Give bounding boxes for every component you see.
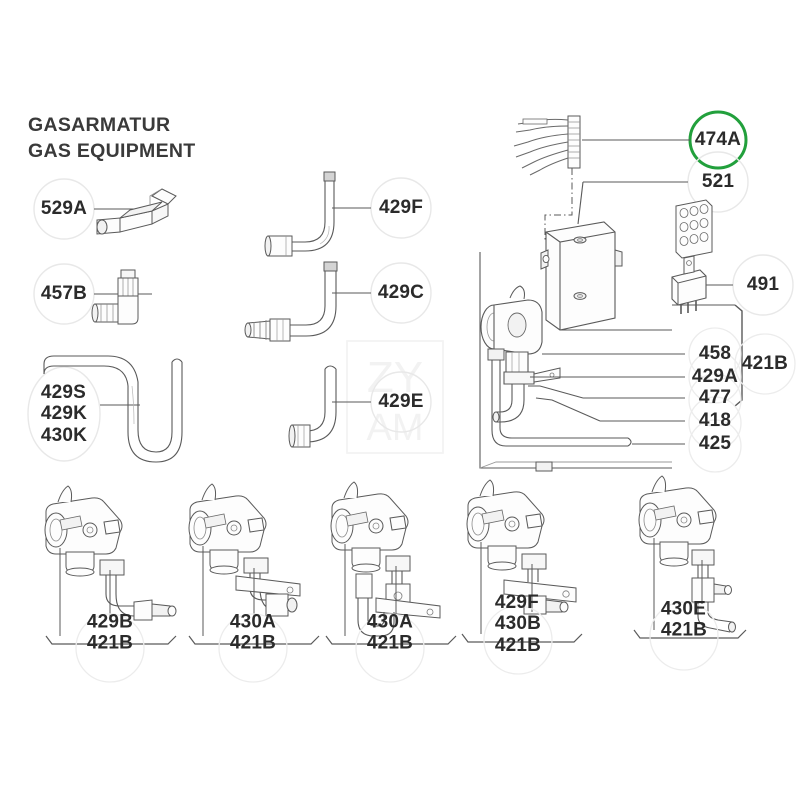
callout-label-425[interactable]: 425 xyxy=(698,433,732,454)
bottom-group-label-2[interactable]: 430A 421B xyxy=(230,612,276,655)
part-graphic-491-relay xyxy=(671,255,707,314)
bracket-421b-right xyxy=(672,304,743,407)
bottom-assembly-5 xyxy=(633,475,747,671)
part-graphic-491-fuseblock xyxy=(675,199,713,259)
bottom-label-430e: 430E xyxy=(660,598,707,620)
part-graphic-429e-pipe xyxy=(288,365,337,448)
callout-label-430k: 430K xyxy=(40,424,88,446)
bottom-group-label-1[interactable]: 429B 421B xyxy=(87,612,133,655)
bottom-group-label-5[interactable]: 430E 421B xyxy=(661,599,707,642)
bottom-assembly-4 xyxy=(461,479,583,675)
bottom-label-430b: 430B xyxy=(494,613,542,635)
callout-circle-474a[interactable] xyxy=(582,110,748,170)
part-graphic-429f-pipe xyxy=(264,171,336,257)
part-graphic-429s-hose xyxy=(43,355,183,463)
bottom-group-label-3[interactable]: 430A 421B xyxy=(367,612,413,655)
diagram-title: GASARMATUR GAS EQUIPMENT xyxy=(28,113,196,164)
svg-text:AM: AM xyxy=(367,407,424,449)
callout-label-474a[interactable]: 474A xyxy=(694,129,742,150)
callout-label-429s: 429S xyxy=(40,382,87,404)
callout-circles-right-column[interactable] xyxy=(688,327,796,473)
part-graphic-529a xyxy=(96,188,177,235)
callout-label-429c[interactable]: 429C xyxy=(377,282,425,303)
bottom-assembly-2 xyxy=(188,483,320,683)
callout-circle-521[interactable] xyxy=(577,151,749,225)
callout-label-421b-group[interactable]: 421B xyxy=(741,353,789,374)
callout-label-491[interactable]: 491 xyxy=(746,274,780,295)
bottom-label-421b-1: 421B xyxy=(86,633,134,654)
callout-circle-429e[interactable] xyxy=(332,371,432,433)
callout-label-529a[interactable]: 529A xyxy=(40,198,88,219)
bottom-assembly-3 xyxy=(325,481,457,683)
callout-circle-429c[interactable] xyxy=(332,262,432,324)
callout-label-521[interactable]: 521 xyxy=(701,171,735,192)
callout-label-418[interactable]: 418 xyxy=(698,410,732,431)
callout-label-457b[interactable]: 457B xyxy=(40,283,88,304)
bottom-label-430a-1: 430A xyxy=(229,611,277,633)
bottom-label-421b-4: 421B xyxy=(494,634,542,656)
bottom-label-429b: 429B xyxy=(86,611,134,633)
leader-dashdot-474a-to-module xyxy=(544,168,573,242)
main-assembly-frame xyxy=(479,252,672,472)
callout-circle-491[interactable] xyxy=(706,254,794,316)
bottom-label-421b-2: 421B xyxy=(229,633,277,654)
bottom-label-421b-3: 421B xyxy=(366,633,414,654)
bottom-assembly-1 xyxy=(44,485,177,683)
callout-circle-429f[interactable] xyxy=(332,177,432,239)
callout-label-429f[interactable]: 429F xyxy=(378,197,424,218)
part-graphic-429c-pipe xyxy=(244,261,338,342)
part-graphic-521-control-module xyxy=(540,221,623,331)
bottom-label-421b-5: 421B xyxy=(660,620,708,641)
part-graphic-474a-harness xyxy=(513,115,581,176)
callout-label-429s-group[interactable]: 429S 429K 430K xyxy=(41,382,87,446)
title-native: GASARMATUR xyxy=(28,114,171,136)
callout-label-477[interactable]: 477 xyxy=(698,387,732,408)
svg-text:ZY: ZY xyxy=(367,353,423,402)
callout-label-429k: 429K xyxy=(40,403,88,425)
bottom-label-429f: 429F xyxy=(494,592,539,614)
part-graphic-457b xyxy=(91,269,139,325)
bottom-group-label-4[interactable]: 429F 430B 421B xyxy=(495,592,541,656)
callout-label-458[interactable]: 458 xyxy=(698,343,732,364)
bottom-label-430a-2: 430A xyxy=(366,611,414,633)
part-graphic-main-valve xyxy=(480,285,632,447)
callout-label-429e[interactable]: 429E xyxy=(378,391,424,412)
watermark-graphic: ZY AM xyxy=(346,340,444,454)
title-english: GAS EQUIPMENT xyxy=(28,139,196,162)
callout-label-429a[interactable]: 429A xyxy=(691,366,739,387)
leader-lines-right-column xyxy=(528,353,685,445)
